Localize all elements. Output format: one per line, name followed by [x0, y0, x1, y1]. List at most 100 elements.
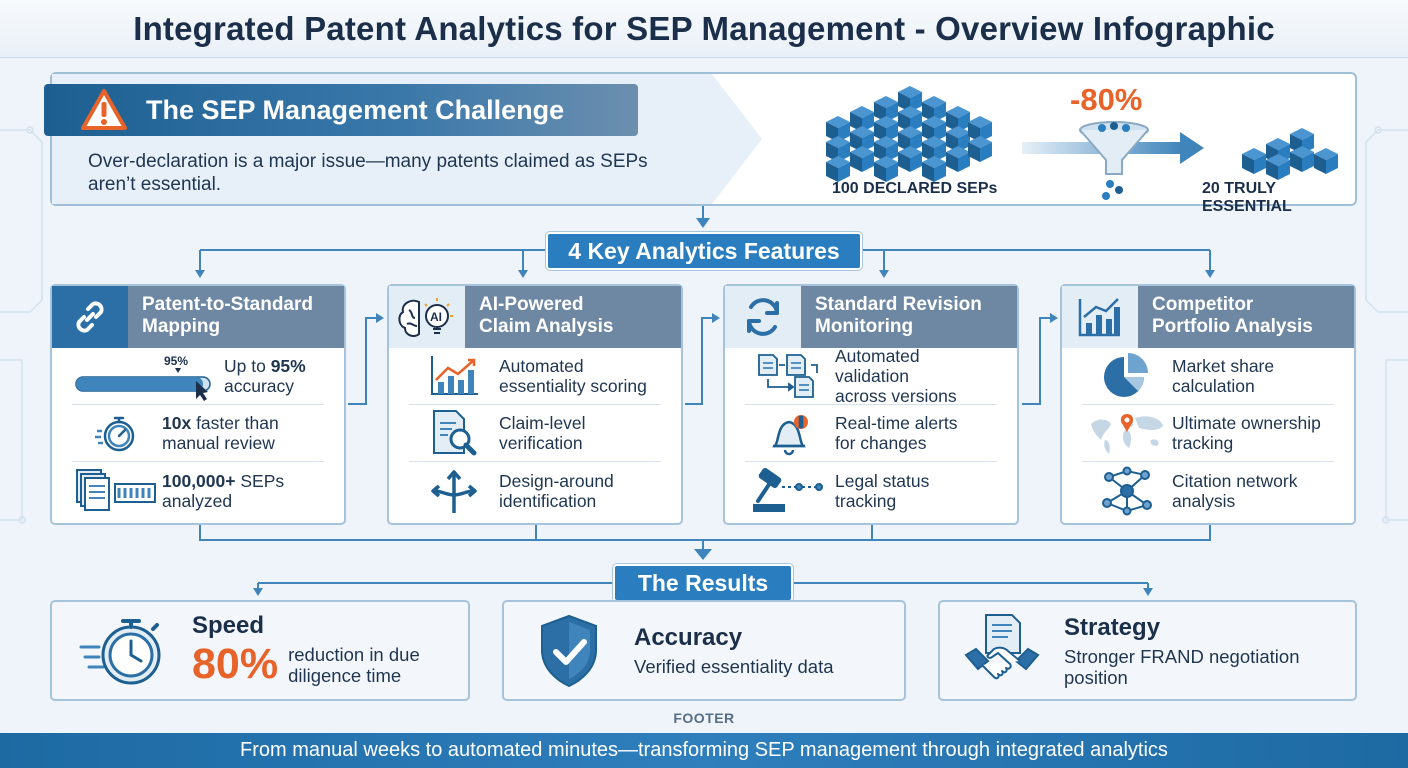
- handshake-document-icon: [940, 613, 1064, 689]
- row-line: Ultimate ownership: [1172, 413, 1321, 433]
- warning-triangle-icon: [74, 84, 134, 136]
- row-line: analyzed: [162, 490, 233, 511]
- card-header: AI AI-Powered Claim Analysis: [389, 286, 681, 348]
- card-title: Patent-to-Standard Mapping: [128, 286, 344, 348]
- card-title-line: Monitoring: [815, 316, 914, 337]
- result-accuracy-body: Accuracy Verified essentiality data: [634, 624, 834, 677]
- row-line: Citation network: [1172, 470, 1298, 491]
- result-speed: Speed 80% reduction in due diligence tim…: [50, 600, 470, 701]
- result-stat: 80% reduction in due diligence time: [192, 640, 420, 689]
- row-line: analysis: [1172, 490, 1236, 511]
- accuracy-bar-label: 95%: [164, 354, 188, 368]
- card-title-line: Claim Analysis: [479, 316, 614, 337]
- challenge-heading: The SEP Management Challenge: [146, 94, 565, 125]
- documents-icon: [72, 465, 162, 517]
- feature-card-claim-analysis: AI AI-Powered Claim Analysis Automated: [387, 284, 683, 525]
- essential-seps-cubes-icon: [1242, 128, 1338, 180]
- row-line: Design-around: [499, 470, 614, 491]
- feature-row: Design-around identification: [409, 462, 661, 519]
- essential-seps-label: 20 TRULY ESSENTIAL: [1202, 180, 1292, 215]
- feature-row-text: Real-time alerts for changes: [835, 413, 958, 453]
- footer-tag: FOOTER: [673, 710, 735, 726]
- funnel-icon: [1022, 121, 1204, 200]
- refresh-icon: [725, 286, 801, 348]
- card-title-line: Mapping: [142, 316, 221, 337]
- row-line: Real-time alerts: [835, 413, 958, 433]
- feature-row: 100,000+ SEPs analyzed: [72, 462, 324, 519]
- feature-row-text: Market share calculation: [1172, 356, 1274, 396]
- result-text: Verified essentiality data: [634, 656, 834, 677]
- row-line: Up to 95%: [224, 356, 306, 376]
- feature-row-text: Design-around identification: [499, 471, 614, 511]
- result-strategy-body: Strategy Stronger FRAND negotiation posi…: [1064, 614, 1299, 688]
- feature-row-text: 10x faster than manual review: [162, 413, 279, 453]
- row-line: Legal status: [835, 470, 930, 491]
- result-strategy: Strategy Stronger FRAND negotiation posi…: [938, 600, 1357, 701]
- feature-row-text: Citation network analysis: [1172, 471, 1297, 511]
- row-line: essentiality scoring: [499, 376, 647, 396]
- result-title: Speed: [192, 612, 265, 639]
- result-title: Strategy: [1064, 613, 1161, 641]
- ai-brain-icon: AI: [389, 286, 465, 348]
- challenge-text: Over-declaration is a major issue—many p…: [88, 151, 648, 195]
- reduction-percent: -80%: [1070, 82, 1143, 117]
- card-title-line: Portfolio Analysis: [1152, 316, 1313, 337]
- row-line: across versions: [835, 386, 957, 406]
- card-title: Competitor Portfolio Analysis: [1138, 286, 1354, 348]
- result-line: Verified essentiality data: [634, 656, 834, 677]
- feature-row-text: Automated essentiality scoring: [499, 356, 647, 396]
- declared-seps-label: 100 DECLARED SEPs: [832, 180, 998, 197]
- svg-text:AI: AI: [430, 310, 442, 324]
- result-text: reduction in due diligence time: [288, 644, 420, 686]
- link-icon: [52, 286, 128, 348]
- footer-bar: From manual weeks to automated minutes—t…: [0, 733, 1408, 768]
- result-line: position: [1064, 666, 1128, 688]
- feature-row: Legal status tracking: [745, 462, 997, 519]
- feature-row: Automated essentiality scoring: [409, 348, 661, 405]
- result-line: Stronger FRAND negotiation: [1064, 645, 1300, 667]
- card-title: Standard Revision Monitoring: [801, 286, 1017, 348]
- row-line: Market share: [1172, 356, 1275, 376]
- result-title: Accuracy: [634, 624, 743, 651]
- row-line: manual review: [162, 433, 275, 453]
- feature-row: 10x faster than manual review: [72, 405, 324, 462]
- row-line: identification: [499, 490, 597, 511]
- accuracy-bar-icon: 95%: [72, 350, 211, 402]
- shield-check-icon: [504, 614, 634, 688]
- row-line: Claim-level: [499, 413, 586, 433]
- result-percent: 80%: [192, 640, 279, 688]
- row-line: Automated validation: [835, 346, 920, 386]
- result-accuracy: Accuracy Verified essentiality data: [502, 600, 906, 701]
- speed-stopwatch-icon: [52, 611, 192, 691]
- feature-row: Real-time alerts for changes: [745, 405, 997, 462]
- bell-alert-icon: [745, 407, 835, 459]
- card-title: AI-Powered Claim Analysis: [465, 286, 681, 348]
- card-header: Standard Revision Monitoring: [725, 286, 1017, 348]
- result-line: reduction in due: [288, 643, 420, 665]
- trend-chart-icon: [409, 350, 499, 402]
- row-line: tracking: [835, 490, 897, 511]
- feature-row: Claim-level verification: [409, 405, 661, 462]
- feature-card-mapping: Patent-to-Standard Mapping 95% Up to 95%…: [50, 284, 346, 525]
- card-header: Competitor Portfolio Analysis: [1062, 286, 1354, 348]
- feature-row: Market share calculation: [1082, 348, 1334, 405]
- result-line: diligence time: [288, 664, 402, 686]
- document-search-icon: [409, 407, 499, 459]
- split-arrows-icon: [409, 465, 499, 517]
- feature-row-text: Automated validation across versions: [835, 346, 997, 406]
- feature-row-text: Claim-level verification: [499, 413, 586, 453]
- row-line: 10x faster than: [162, 413, 279, 433]
- features-label: 4 Key Analytics Features: [546, 232, 862, 270]
- gavel-icon: [745, 465, 835, 517]
- card-title-line: AI-Powered: [479, 294, 584, 315]
- results-label: The Results: [613, 564, 793, 602]
- title-bar: Integrated Patent Analytics for SEP Mana…: [0, 0, 1408, 58]
- row-line: 100,000+ SEPs: [162, 470, 285, 491]
- row-line: verification: [499, 433, 583, 453]
- sep-reduction-visual: 100 DECLARED SEPs -80% 20 TRULY ESSENTIA…: [772, 74, 1357, 215]
- feature-card-revision-monitoring: Standard Revision Monitoring Automated v…: [723, 284, 1019, 525]
- page-title: Integrated Patent Analytics for SEP Mana…: [133, 9, 1275, 47]
- row-line: Automated: [499, 356, 584, 376]
- row-line: tracking: [1172, 433, 1234, 453]
- row-line: for changes: [835, 433, 927, 453]
